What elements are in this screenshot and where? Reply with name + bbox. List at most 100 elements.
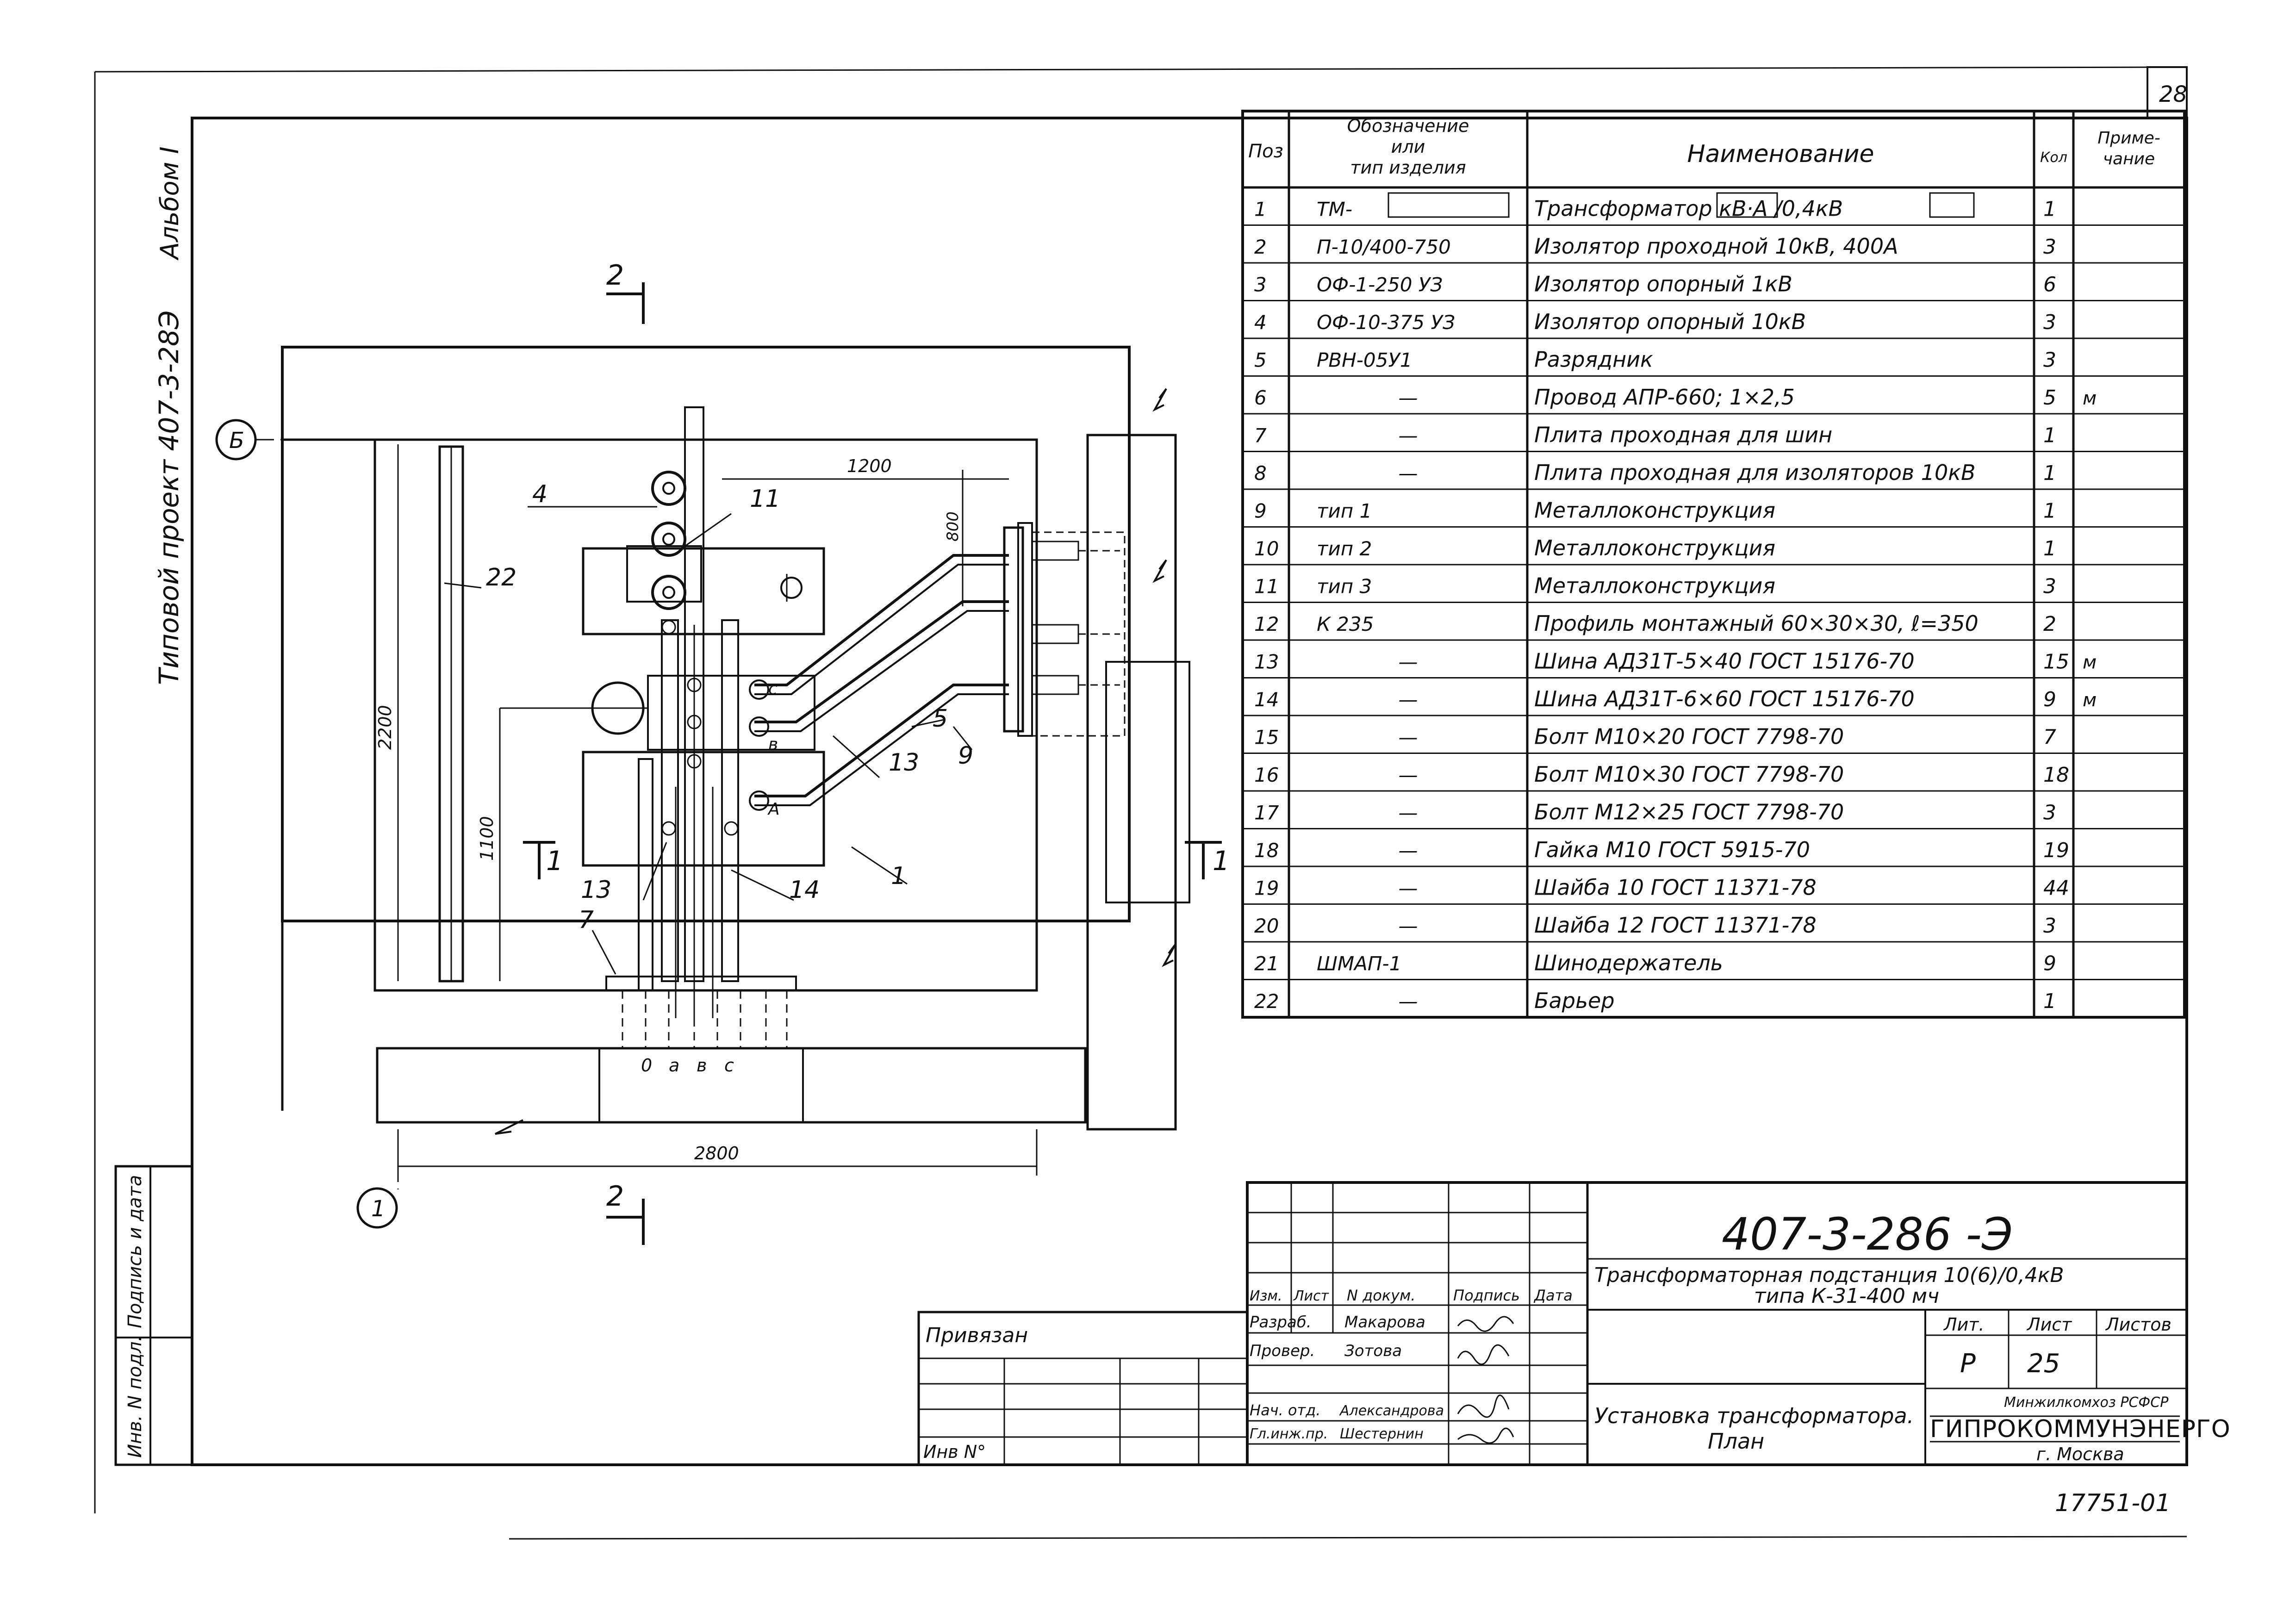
spec-row-pos: 22 — [1254, 990, 1279, 1013]
dim-2200: 2200 — [375, 705, 395, 750]
name-gl-inzh: Шестернин — [1340, 1426, 1424, 1442]
spec-row-name: Трансформатор кВ·А /0,4кВ — [1534, 196, 1843, 221]
spec-row-note: м — [2083, 690, 2097, 711]
right-wall-cell — [1105, 661, 1190, 903]
spec-row-qty: 7 — [2043, 726, 2056, 749]
inv-podl-label: Инв. N подл. — [124, 1336, 146, 1458]
blank-field-box — [1388, 192, 1510, 218]
ministry: Минжилкомхоз РСФСР — [2004, 1394, 2169, 1411]
spec-row-designation: — — [1399, 424, 1418, 447]
phase-mark-c: с — [768, 679, 778, 698]
spec-row-designation: — — [1399, 839, 1418, 862]
spec-row-name: Болт М10×30 ГОСТ 7798-70 — [1534, 762, 1844, 787]
role-prover: Провер. — [1250, 1342, 1315, 1360]
role-gl-inzh: Гл.инж.пр. — [1250, 1426, 1328, 1442]
spec-row-pos: 12 — [1254, 613, 1279, 635]
list-label: Лист — [2026, 1314, 2072, 1335]
spec-row-qty: 6 — [2043, 273, 2056, 297]
spec-row-pos: 17 — [1254, 802, 1279, 824]
spec-row-qty: 9 — [2043, 688, 2056, 711]
floor-channel — [376, 1047, 1087, 1124]
spec-row-qty: 3 — [2043, 575, 2056, 598]
spec-row-pos: 19 — [1254, 877, 1279, 900]
bracket-bolt — [780, 577, 803, 599]
callout-13-incline: 13 — [889, 749, 919, 777]
spec-row-designation: тип 2 — [1317, 537, 1372, 560]
spec-row-name: Металлоконструкция — [1534, 573, 1775, 598]
spec-row-designation: — — [1399, 688, 1418, 711]
spec-row-qty: 2 — [2043, 612, 2056, 636]
spec-row-name: Шайба 10 ГОСТ 11371-78 — [1534, 875, 1817, 900]
spec-row-pos: 7 — [1254, 424, 1267, 447]
spec-row-designation: ОФ-1-250 УЗ — [1317, 274, 1443, 296]
spec-row-designation: К 235 — [1317, 613, 1374, 635]
spec-row-designation: РВН-05У1 — [1317, 349, 1412, 372]
album-label: Альбом I — [155, 147, 184, 261]
spec-row-qty: 9 — [2043, 952, 2056, 976]
bottom-trim-line — [509, 1536, 2187, 1540]
hv-insulators — [1003, 522, 1126, 737]
spec-header-designation: Обозначение — [1347, 116, 1469, 136]
spec-header-qty: Кол — [2040, 149, 2067, 166]
title-block: 407-3-286 -Э Трансформаторная подстанция… — [917, 1181, 2231, 1517]
spec-row-designation: ШМАП-1 — [1317, 952, 1401, 975]
org-city: г. Москва — [2036, 1444, 2124, 1464]
title-line1: Трансформаторная подстанция 10(6)/0,4кВ — [1594, 1263, 2064, 1287]
spec-row-qty: 1 — [2043, 537, 2056, 560]
section-1-left-label: 1 — [546, 845, 563, 877]
dim-2800: 2800 — [694, 1143, 739, 1164]
transformer-tank — [647, 675, 815, 751]
spec-row-qty: 15 — [2043, 650, 2069, 674]
org-name: ГИПРОКОММУНЭНЕРГО — [1930, 1415, 2231, 1443]
spec-header-name: Наименование — [1687, 140, 1874, 168]
callout-11: 11 — [750, 485, 780, 513]
spec-row-designation: ОФ-10-375 УЗ — [1317, 311, 1455, 334]
title-line2: типа К-31-400 мч — [1754, 1284, 1939, 1308]
col-data: Дата — [1533, 1287, 1573, 1304]
spec-row-designation: ТМ- — [1317, 198, 1352, 221]
col-ndokum: N докум. — [1347, 1287, 1415, 1304]
spec-row-name: Плита проходная для шин — [1534, 423, 1832, 448]
sheet-title-line1: Установка трансформатора. — [1594, 1403, 1914, 1428]
spec-row-pos: 1 — [1254, 198, 1267, 221]
spec-row-qty: 3 — [2043, 801, 2056, 825]
spec-row-qty: 1 — [2043, 424, 2056, 448]
spec-row-designation: — — [1399, 651, 1418, 673]
spec-row-qty: 1 — [2043, 198, 2056, 221]
spec-row-name: Болт М12×25 ГОСТ 7798-70 — [1534, 800, 1844, 825]
spec-row-note: м — [2083, 388, 2097, 409]
spec-row-pos: 6 — [1254, 386, 1267, 409]
plan-drawing: 1200 800 2200 1100 2800 Б 1 2 2 1 1 — [215, 259, 1230, 1245]
spec-row-designation: — — [1399, 726, 1418, 749]
spec-row-pos: 21 — [1254, 952, 1279, 975]
spec-row-designation: — — [1399, 877, 1418, 900]
phase-0: 0 — [641, 1055, 652, 1076]
spec-row-name: Изолятор опорный 10кВ — [1534, 309, 1806, 334]
spec-row-qty: 1 — [2043, 989, 2056, 1013]
col-list: Лист — [1293, 1288, 1330, 1304]
spec-row-pos: 13 — [1254, 651, 1279, 673]
top-trim-line — [94, 66, 2187, 73]
break-mark-bottom — [495, 1119, 523, 1135]
left-wall — [281, 438, 376, 922]
sheet-title-line2: План — [1708, 1429, 1764, 1454]
spec-row-designation: П-10/400-750 — [1317, 236, 1451, 258]
spec-row-designation: — — [1399, 462, 1418, 485]
spec-header-designation: тип изделия — [1350, 157, 1466, 178]
col-podpis: Подпись — [1453, 1287, 1520, 1304]
spec-row-pos: 4 — [1254, 311, 1267, 334]
plate-dashed-legs — [622, 990, 788, 1048]
spec-row-designation: — — [1399, 386, 1418, 409]
spec-row-qty: 3 — [2043, 311, 2056, 334]
side-stamp: Инв. N подл. Подпись и дата — [114, 1165, 193, 1466]
spec-row-name: Изолятор проходной 10кВ, 400А — [1534, 234, 1898, 259]
spec-row-designation: — — [1399, 764, 1418, 786]
spec-row-name: Шинодержатель — [1534, 951, 1723, 976]
callout-7: 7 — [579, 906, 594, 934]
callout-9: 9 — [958, 742, 973, 770]
page-number: 28 — [2159, 81, 2187, 107]
lit-label: Лит. — [1943, 1314, 1985, 1335]
spec-row-qty: 3 — [2043, 914, 2056, 938]
spec-header-designation: или — [1391, 137, 1425, 157]
